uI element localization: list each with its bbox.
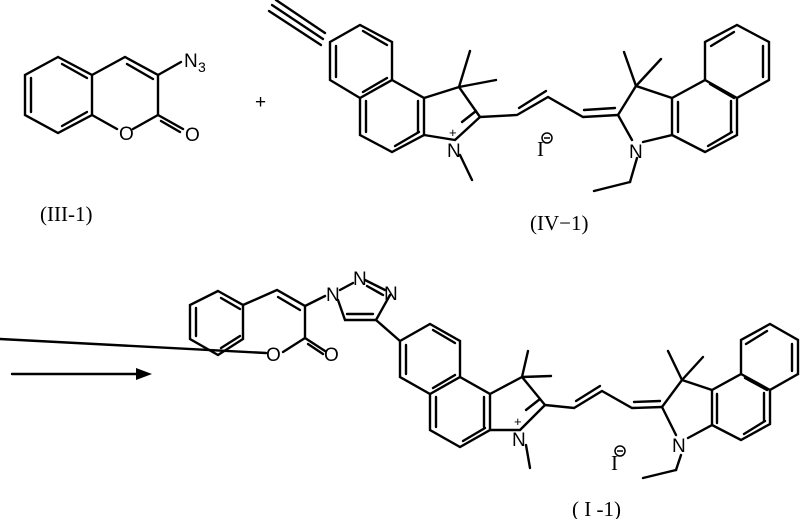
negative-charge-icon <box>541 132 553 144</box>
negative-charge-icon <box>614 445 626 457</box>
carbonyl-oxygen-atom: O <box>324 345 339 366</box>
label-iv-1: (IV−1) <box>530 211 589 235</box>
reaction-arrow <box>10 368 152 380</box>
plus-sign: + <box>255 92 266 113</box>
azide-n-atom: N <box>184 51 198 72</box>
compound-iii-1: O O N 3 <box>23 51 206 146</box>
carbonyl-oxygen-atom: O <box>185 125 200 146</box>
compound-iv-1: N + N I <box>267 0 771 193</box>
iodide-counterion: I <box>611 451 618 475</box>
n-atom: N <box>629 142 643 163</box>
positive-charge: + <box>514 414 522 429</box>
iodide-counterion: I <box>537 137 544 161</box>
label-i-1: ( I -1) <box>572 497 621 519</box>
label-iii-1: (III-1) <box>40 202 92 226</box>
ring-oxygen-atom: O <box>119 124 134 145</box>
azide-subscript: 3 <box>198 59 206 75</box>
compound-i-1: O O N N N N + N I <box>0 269 800 480</box>
n-plus-atom: N <box>447 141 461 162</box>
positive-charge: + <box>449 125 457 140</box>
n-plus-atom: N <box>512 430 526 451</box>
triazole-n2-atom: N <box>353 269 367 290</box>
triazole-n1-atom: N <box>326 285 340 306</box>
triazole-n3-atom: N <box>384 284 398 305</box>
n-atom: N <box>672 436 686 457</box>
ring-oxygen-atom: O <box>266 345 281 366</box>
